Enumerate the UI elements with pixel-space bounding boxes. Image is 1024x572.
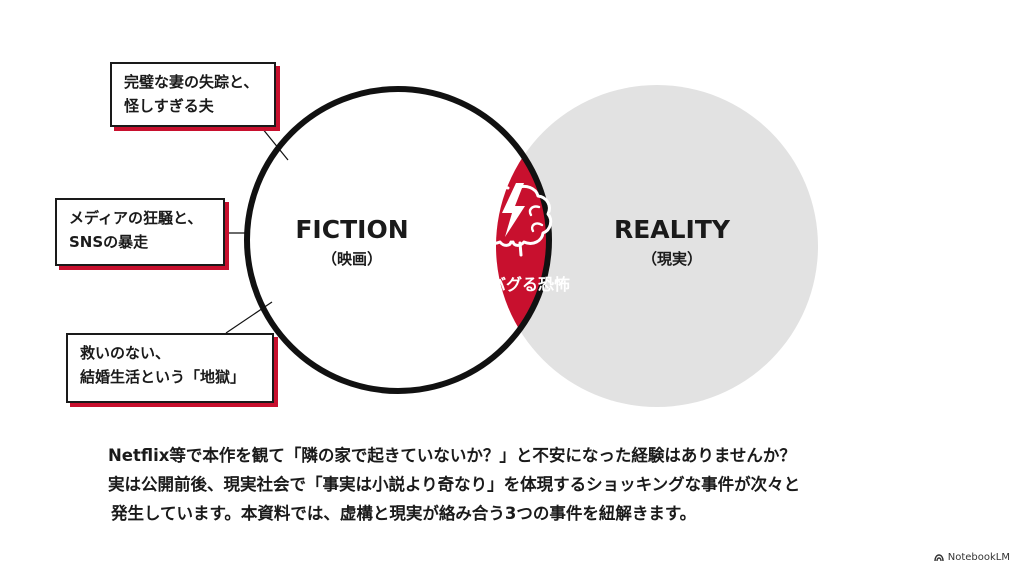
callout-line: 救いのない、	[80, 344, 171, 362]
callout-line: メディアの狂騒と、	[69, 209, 203, 227]
callout-line: SNSの暴走	[69, 233, 149, 251]
body-line: 実は公開前後、現実社会で「事実は小説より奇なり」を体現するショッキングな事件が次…	[108, 475, 801, 494]
body-text: Netflix等で本作を観て「隣の家で起きていないか？」と不安になった経験はあり…	[108, 441, 968, 528]
fiction-title: FICTION	[295, 215, 408, 244]
body-line: 発生しています。本資料では、虚構と現実が絡み合う3つの事件を紐解きます。	[111, 504, 697, 523]
fiction-subtitle: （映画）	[322, 250, 382, 268]
fiction-circle-outline	[244, 86, 552, 394]
brand-name: NotebookLM	[947, 552, 1010, 563]
fiction-circle-fill	[247, 89, 549, 391]
callout-line: 怪しすぎる夫	[124, 97, 214, 115]
connector-line-3	[225, 301, 273, 334]
overlap-label: 脳がバグる恐怖	[458, 275, 570, 294]
callout-missing-wife: 完璧な妻の失踪と、 怪しすぎる夫	[110, 62, 276, 127]
brand-watermark: NotebookLM	[934, 552, 1010, 563]
reality-title: REALITY	[614, 215, 731, 244]
reality-circle	[496, 85, 818, 407]
connector-line-1	[261, 127, 289, 161]
body-line: Netflix等で本作を観て「隣の家で起きていないか？」と不安になった経験はあり…	[108, 446, 796, 465]
reality-subtitle: （現実）	[642, 250, 702, 268]
callout-line: 完璧な妻の失踪と、	[124, 73, 259, 91]
callout-media-frenzy: メディアの狂騒と、 SNSの暴走	[55, 198, 225, 266]
notebooklm-logo-icon	[934, 553, 944, 561]
callout-marriage-hell: 救いのない、 結婚生活という「地獄」	[66, 333, 274, 403]
brain-lightning-icon	[471, 183, 553, 257]
callout-line: 結婚生活という「地獄」	[80, 368, 246, 386]
